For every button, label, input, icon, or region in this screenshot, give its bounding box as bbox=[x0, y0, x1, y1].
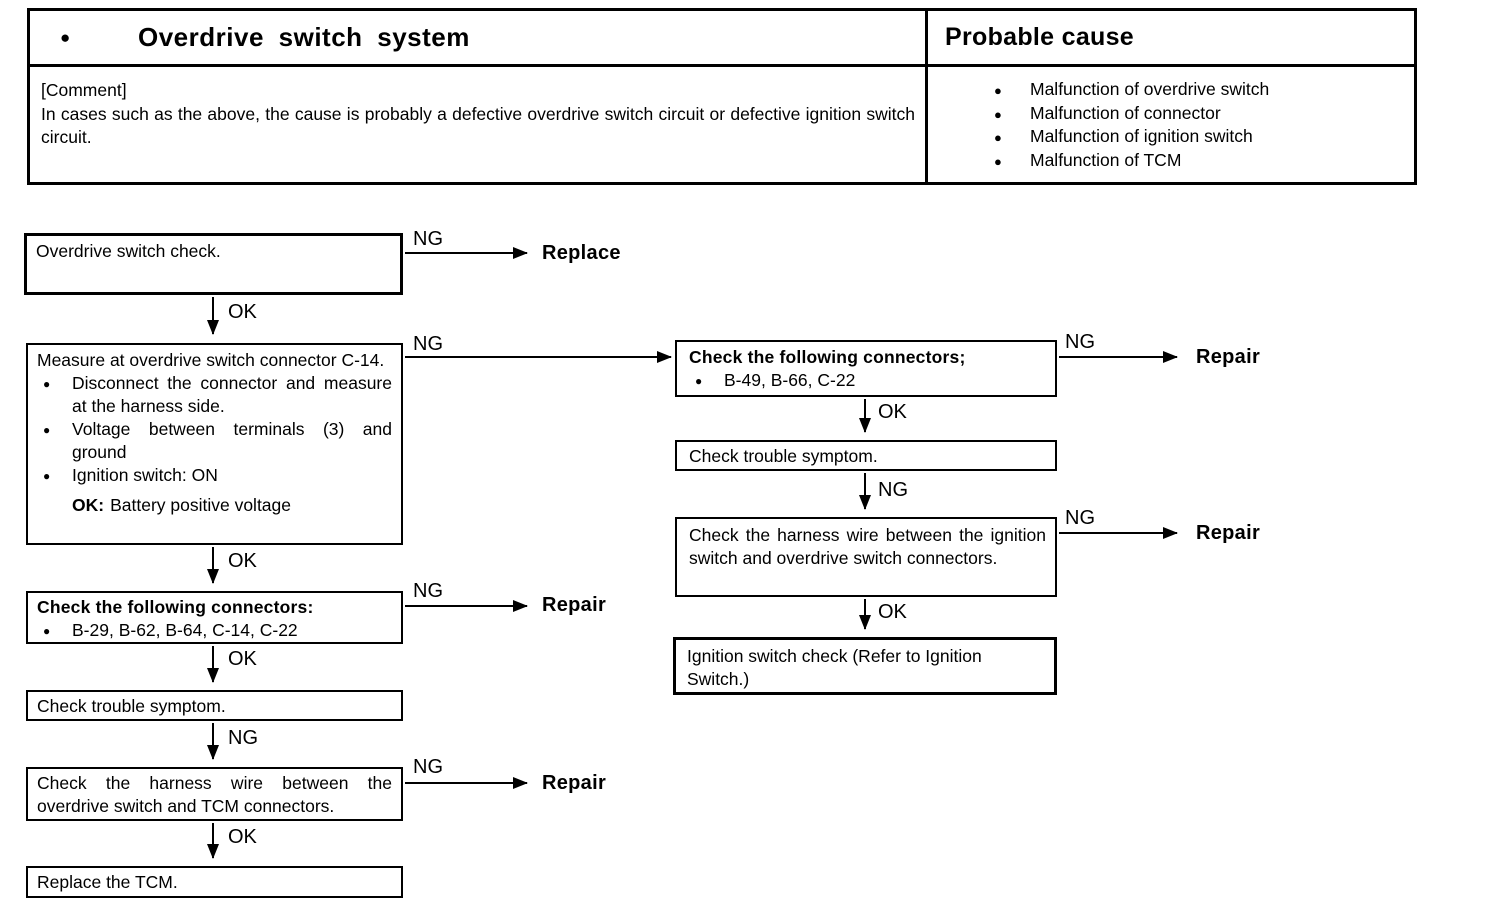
result-text: Battery positive voltage bbox=[110, 495, 292, 515]
ok-label: OK bbox=[228, 301, 257, 323]
flow-box-measure-connector: Measure at overdrive switch connector C-… bbox=[26, 343, 403, 545]
ng-label: NG bbox=[413, 756, 443, 778]
ok-label: OK bbox=[228, 648, 257, 670]
probable-cause-title: Probable cause bbox=[945, 23, 1135, 51]
flow-box-text: Replace the TCM. bbox=[37, 872, 178, 892]
replace-label: Replace bbox=[542, 242, 621, 264]
flow-box-text: Check trouble symptom. bbox=[689, 446, 878, 466]
flow-bullet-item: Disconnect the connector and measure at … bbox=[37, 372, 392, 418]
repair-label: Repair bbox=[542, 772, 607, 794]
flow-bullet-item: Ignition switch: ON bbox=[37, 464, 392, 488]
probable-cause-list: Malfunction of overdrive switchMalfuncti… bbox=[928, 78, 1414, 173]
system-title-cell: ● Overdrive switch system bbox=[30, 11, 925, 64]
flow-box-check-harness-tcm: Check the harness wire between the overd… bbox=[26, 767, 403, 821]
flow-box-overdrive-switch-check: Overdrive switch check. bbox=[24, 233, 403, 295]
flow-box-check-trouble-symptom-right: Check trouble symptom. bbox=[675, 440, 1057, 471]
ok-label: OK bbox=[878, 401, 907, 423]
flow-box-result: OK:Battery positive voltage bbox=[37, 494, 392, 517]
system-title: Overdrive switch system bbox=[138, 22, 470, 52]
probable-cause-item: Malfunction of overdrive switch bbox=[928, 78, 1414, 102]
repair-label: Repair bbox=[1196, 522, 1261, 544]
bullet-icon: ● bbox=[60, 28, 71, 47]
flow-bullet-item: B-29, B-62, B-64, C-14, C-22 bbox=[37, 619, 392, 643]
flow-bullet-item: Voltage between terminals (3) and ground bbox=[37, 418, 392, 464]
ng-label: NG bbox=[878, 479, 908, 501]
ng-label: NG bbox=[1065, 331, 1095, 353]
flow-box-text: Check trouble symptom. bbox=[37, 696, 226, 716]
comment-cell: [Comment] In cases such as the above, th… bbox=[30, 67, 925, 182]
flow-box-check-connectors-right: Check the following connectors; B-49, B-… bbox=[675, 340, 1057, 397]
ok-label: OK bbox=[228, 826, 257, 848]
flow-box-title: Measure at overdrive switch connector C-… bbox=[37, 350, 385, 370]
flow-box-ignition-switch-check: Ignition switch check (Refer to Ignition… bbox=[673, 637, 1057, 695]
ok-label: OK bbox=[878, 601, 907, 623]
comment-label: [Comment] bbox=[41, 80, 127, 100]
probable-cause-item: Malfunction of ignition switch bbox=[928, 125, 1414, 149]
flow-box-title: Check the following connectors: bbox=[37, 597, 314, 617]
system-info-table: ● Overdrive switch system Probable cause… bbox=[27, 8, 1417, 185]
flow-box-text: Ignition switch check (Refer to Ignition… bbox=[687, 646, 982, 689]
repair-label: Repair bbox=[542, 594, 607, 616]
ng-label: NG bbox=[413, 228, 443, 250]
result-label: OK: bbox=[72, 495, 105, 515]
flow-box-bullets: Disconnect the connector and measure at … bbox=[37, 372, 392, 488]
ng-label: NG bbox=[228, 727, 258, 749]
flow-box-text: Check the harness wire between the overd… bbox=[37, 773, 392, 816]
flow-box-check-connectors-left: Check the following connectors: B-29, B-… bbox=[26, 591, 403, 644]
flow-box-check-trouble-symptom-left: Check trouble symptom. bbox=[26, 690, 403, 721]
ng-label: NG bbox=[1065, 507, 1095, 529]
flow-box-check-harness-ignition: Check the harness wire between the ignit… bbox=[675, 517, 1057, 597]
ok-label: OK bbox=[228, 550, 257, 572]
flow-box-bullets: B-29, B-62, B-64, C-14, C-22 bbox=[37, 619, 392, 643]
ng-label: NG bbox=[413, 333, 443, 355]
repair-label: Repair bbox=[1196, 346, 1261, 368]
ng-label: NG bbox=[413, 580, 443, 602]
probable-cause-header-cell: Probable cause bbox=[928, 11, 1414, 64]
flow-box-bullets: B-49, B-66, C-22 bbox=[689, 369, 1046, 393]
table-header-divider bbox=[30, 64, 1414, 67]
flow-box-title: Check the following connectors; bbox=[689, 347, 966, 367]
table-column-divider bbox=[925, 11, 928, 182]
flow-bullet-item: B-49, B-66, C-22 bbox=[689, 369, 1046, 393]
probable-cause-item: Malfunction of connector bbox=[928, 102, 1414, 125]
probable-cause-item: Malfunction of TCM bbox=[928, 149, 1414, 172]
flow-box-text: Check the harness wire between the ignit… bbox=[689, 525, 1046, 568]
flow-box-text: Overdrive switch check. bbox=[36, 241, 221, 261]
flow-box-replace-tcm: Replace the TCM. bbox=[26, 866, 403, 898]
probable-cause-cell: Malfunction of overdrive switchMalfuncti… bbox=[928, 67, 1414, 182]
comment-text: In cases such as the above, the cause is… bbox=[41, 103, 915, 148]
